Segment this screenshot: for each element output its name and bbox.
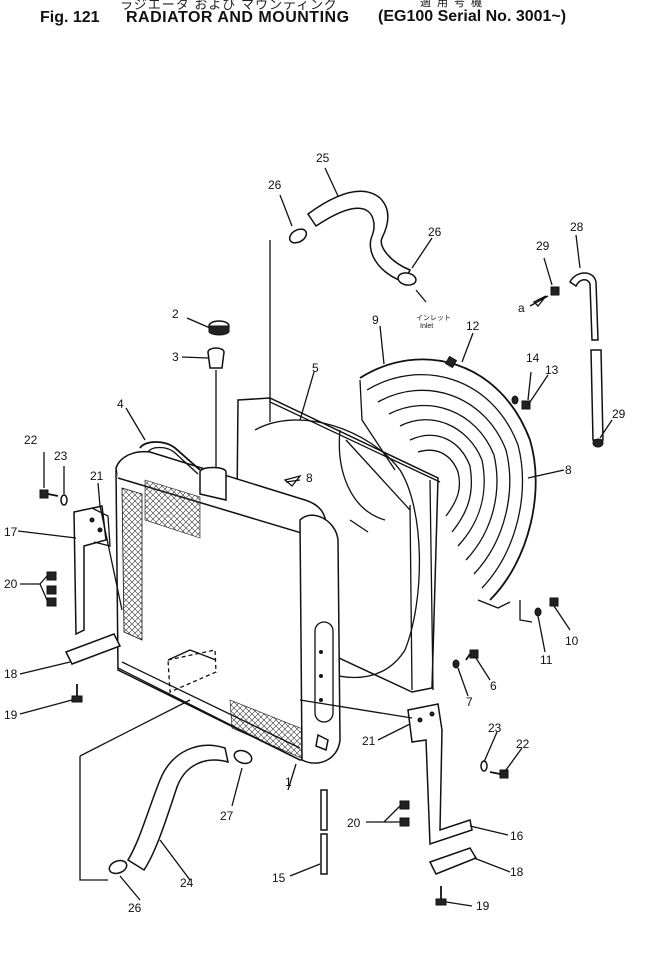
inlet-label: Inlet <box>420 323 433 330</box>
inlet-label-japanese: インレット <box>416 315 451 322</box>
callout-7: 7 <box>466 695 473 709</box>
callout-8-shroud: 8 <box>306 471 313 485</box>
callout-21-right: 21 <box>362 734 376 748</box>
callout-15: 15 <box>272 871 286 885</box>
callout-26-upper-right: 26 <box>428 225 442 239</box>
washer-23-left <box>60 494 68 506</box>
washer-11 <box>534 607 542 617</box>
callout-16: 16 <box>510 829 524 843</box>
callout-12: 12 <box>466 319 480 333</box>
figure-title: RADIATOR AND MOUNTING <box>126 9 350 26</box>
hose-clamp-upper-right <box>397 272 417 286</box>
callout-22-left: 22 <box>24 433 38 447</box>
radiator-stay-left <box>73 505 111 636</box>
callout-2: 2 <box>172 307 179 321</box>
callout-25: 25 <box>316 151 330 165</box>
figure-title-japanese: ラジエータ および マウンティング <box>120 0 339 12</box>
applicability-range: (EG100 Serial No. 3001~) <box>378 8 567 25</box>
callout-20-left: 20 <box>4 577 18 591</box>
nuts-20-right <box>399 800 410 827</box>
callout-19-left: 19 <box>4 708 18 722</box>
callout-10: 10 <box>565 634 579 648</box>
nut-13 <box>521 400 531 410</box>
callout-18-left: 18 <box>4 667 18 681</box>
callout-4: 4 <box>117 397 124 411</box>
callout-9: 9 <box>372 313 379 327</box>
callout-22-right: 22 <box>516 737 530 751</box>
callout-17: 17 <box>4 525 18 539</box>
hose-clamp-upper-left <box>288 228 308 244</box>
upper-hose <box>306 190 412 283</box>
callout-3: 3 <box>172 350 179 364</box>
callout-29-upper: 29 <box>536 239 550 253</box>
callout-18-right: 18 <box>510 865 524 879</box>
nuts-20-left <box>46 571 57 607</box>
callout-labels: 1 2 3 4 5 6 7 8 8 9 10 11 12 13 14 15 16… <box>4 151 626 915</box>
callout-27: 27 <box>220 809 234 823</box>
rubber-mount-left <box>64 633 122 665</box>
bolt-10 <box>549 597 559 607</box>
callout-6: 6 <box>490 679 497 693</box>
rubber-mount-right <box>428 847 478 875</box>
callout-8-guard: 8 <box>565 463 572 477</box>
callout-13: 13 <box>545 363 559 377</box>
leader-lines <box>17 167 613 907</box>
callout-20-right: 20 <box>347 816 361 830</box>
overflow-tube <box>569 272 604 441</box>
filler-neck <box>207 347 225 369</box>
bolt-12 <box>444 355 458 369</box>
callout-5: 5 <box>312 361 319 375</box>
washer-23-right <box>480 760 488 772</box>
hose-clamp-lower-right <box>233 749 253 765</box>
radiator-core <box>115 450 341 764</box>
callout-26-upper-left: 26 <box>268 178 282 192</box>
drain-tube-15 <box>320 789 328 875</box>
washer-14 <box>511 395 519 405</box>
callout-26-lower: 26 <box>128 901 142 915</box>
callout-21-left: 21 <box>90 469 104 483</box>
figure-number: Fig. 121 <box>40 9 100 26</box>
callout-23-left: 23 <box>54 449 68 463</box>
callout-11: 11 <box>540 653 553 667</box>
washer-7 <box>452 659 460 669</box>
radiator-cap <box>208 320 230 336</box>
callout-24: 24 <box>180 876 194 890</box>
lower-hose <box>126 744 229 872</box>
callout-a: a <box>518 301 525 315</box>
applicability-japanese: 適用号機 <box>420 0 488 9</box>
callout-19-right: 19 <box>476 899 490 913</box>
bolt-6 <box>465 649 479 661</box>
callout-28: 28 <box>570 220 584 234</box>
callout-1: 1 <box>285 775 292 789</box>
callout-23-right: 23 <box>488 721 502 735</box>
hose-clamp-lower-left <box>108 859 128 875</box>
clip-29-lower <box>592 438 604 448</box>
figure-header: ラジエータ および マウンティング 適用号機 Fig. 121 RADIATOR… <box>0 0 661 36</box>
bolt-22-right <box>489 769 509 779</box>
callout-14: 14 <box>526 351 540 365</box>
bolt-19-left <box>71 684 83 703</box>
radiator-stay-right <box>407 703 473 846</box>
bolt-19-right <box>435 886 447 906</box>
clip-29-upper <box>550 286 560 296</box>
bolt-22-left <box>39 489 59 499</box>
overflow-pipe-bracket <box>139 441 201 475</box>
callout-29-lower: 29 <box>612 407 626 421</box>
fan-guard <box>338 358 537 609</box>
